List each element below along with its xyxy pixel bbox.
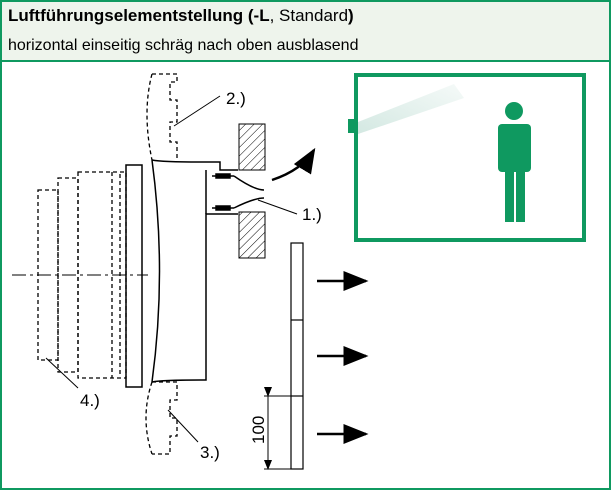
component-3 [145, 381, 178, 455]
dimension-label: 100 [249, 416, 268, 444]
label-2: 2.) [226, 89, 246, 108]
label-1: 1.) [302, 205, 322, 224]
leader-lines [45, 95, 298, 443]
technical-drawing: 100 2.) 1.) 3.) 4.) [12, 73, 586, 470]
horizontal-airflow-arrows [317, 271, 369, 444]
grille-panel [290, 242, 304, 470]
page-title: Luftführungselementstellung (-L, Standar… [8, 6, 354, 26]
component-1 [215, 173, 265, 211]
label-3: 3.) [200, 443, 220, 462]
page-subtitle: horizontal einseitig schräg nach oben au… [8, 37, 359, 54]
title-bold-close: ) [348, 6, 354, 25]
dimension-line [264, 387, 291, 470]
airflow-beam [358, 84, 464, 134]
wall-section [238, 123, 266, 259]
housing [125, 159, 238, 388]
header: Luftführungselementstellung (-L, Standar… [2, 2, 609, 62]
title-bold-part: Luftführungselementstellung (-L [8, 6, 270, 25]
airflow-arrow-icon [271, 147, 316, 182]
component-2 [146, 73, 178, 161]
room-illustration [348, 73, 586, 242]
title-normal-part: , Standard [269, 6, 349, 25]
person-icon [498, 102, 531, 222]
label-4: 4.) [80, 391, 100, 410]
air-outlet-icon [348, 119, 358, 133]
room-box [354, 73, 586, 242]
